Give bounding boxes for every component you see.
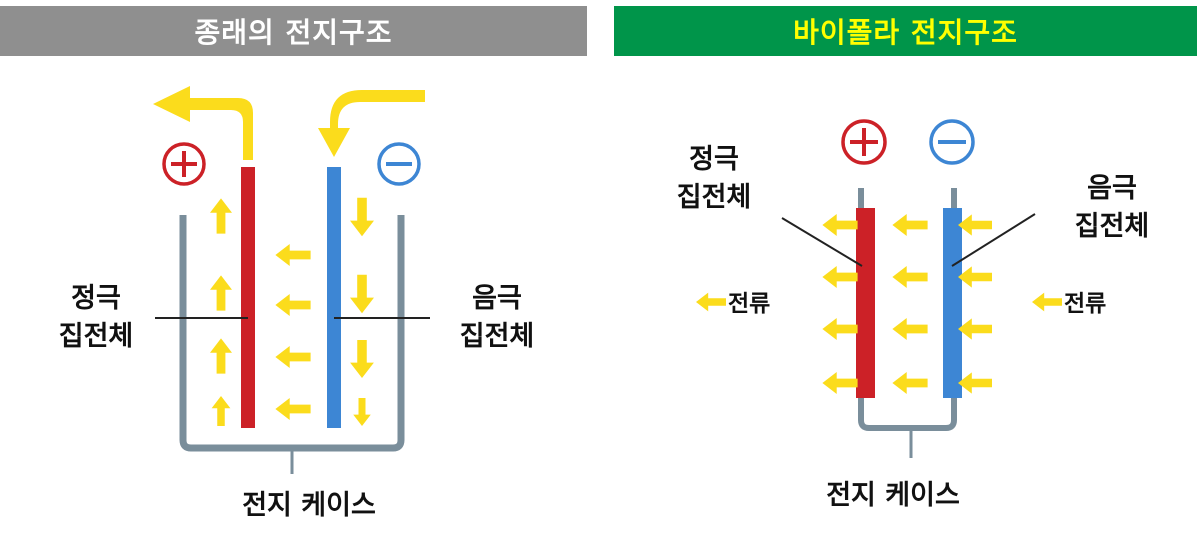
current-right-arrow [1032,292,1062,312]
left-panel-title: 종래의 전지구조 [194,16,393,49]
negative-label-line2: 집전체 [460,321,535,352]
right-panel-title-banner: 바이폴라 전지구조 [614,6,1197,56]
plus-circle-icon [162,142,206,186]
current-in-arrow [318,90,425,157]
arrow-left-icon [892,318,928,340]
arrow-left-icon [822,372,858,394]
positive-label-line1: 정극 [71,283,121,314]
current-right-label: 전류 [1064,291,1106,317]
negative-current-collector [327,167,341,428]
arrow-left-icon [822,318,858,340]
case-label: 전지 케이스 [242,490,376,521]
arrow-down-icon [350,274,374,314]
case-label: 전지 케이스 [826,480,960,511]
plus-circle-icon [841,119,887,165]
arrow-up-icon [210,275,232,311]
label-pointer-line [951,213,1036,267]
conventional-battery: 정극 집전체 음극 집전체 전지 케이스 [59,86,535,521]
arrow-left-icon [958,372,992,394]
arrow-left-icon [958,214,992,236]
arrow-down-icon [353,398,371,426]
bipolar-battery: 정극 집전체 음극 집전체 전류 전류 전지 케이스 [677,119,1150,511]
negative-label-line2: 집전체 [1075,211,1150,242]
current-left-label: 전류 [728,291,770,317]
arrow-up-icon [211,396,231,426]
positive-label-line2: 집전체 [59,321,134,352]
negative-label-line1: 음극 [1087,173,1137,204]
arrow-left-icon [958,318,992,340]
arrow-left-icon [275,294,311,316]
arrow-down-icon [350,197,374,237]
positive-current-collector [241,167,255,428]
arrow-left-icon [822,214,858,236]
arrow-left-icon [275,244,311,266]
minus-circle-icon [377,142,421,186]
arrow-left-icon [892,266,928,288]
arrow-left-icon [958,266,992,288]
right-panel-title: 바이폴라 전지구조 [793,16,1018,49]
positive-label-line1: 정극 [689,144,739,175]
positive-current-collector [856,208,875,398]
arrow-up-icon [210,338,232,374]
arrow-up-icon [210,198,232,234]
minus-circle-icon [929,119,975,165]
arrow-left-icon [892,214,928,236]
positive-label-line2: 집전체 [677,182,752,213]
negative-label-line1: 음극 [472,283,522,314]
arrow-left-icon [275,398,311,420]
current-out-arrow [153,86,253,160]
arrow-left-icon [892,372,928,394]
arrow-left-icon [822,266,858,288]
arrow-down-icon [350,340,374,378]
battery-case [858,188,957,431]
label-pointer-line [781,217,863,267]
left-panel-title-banner: 종래의 전지구조 [0,6,587,56]
arrow-left-icon [275,346,311,368]
negative-current-collector [943,208,962,398]
current-left-arrow [696,292,726,312]
